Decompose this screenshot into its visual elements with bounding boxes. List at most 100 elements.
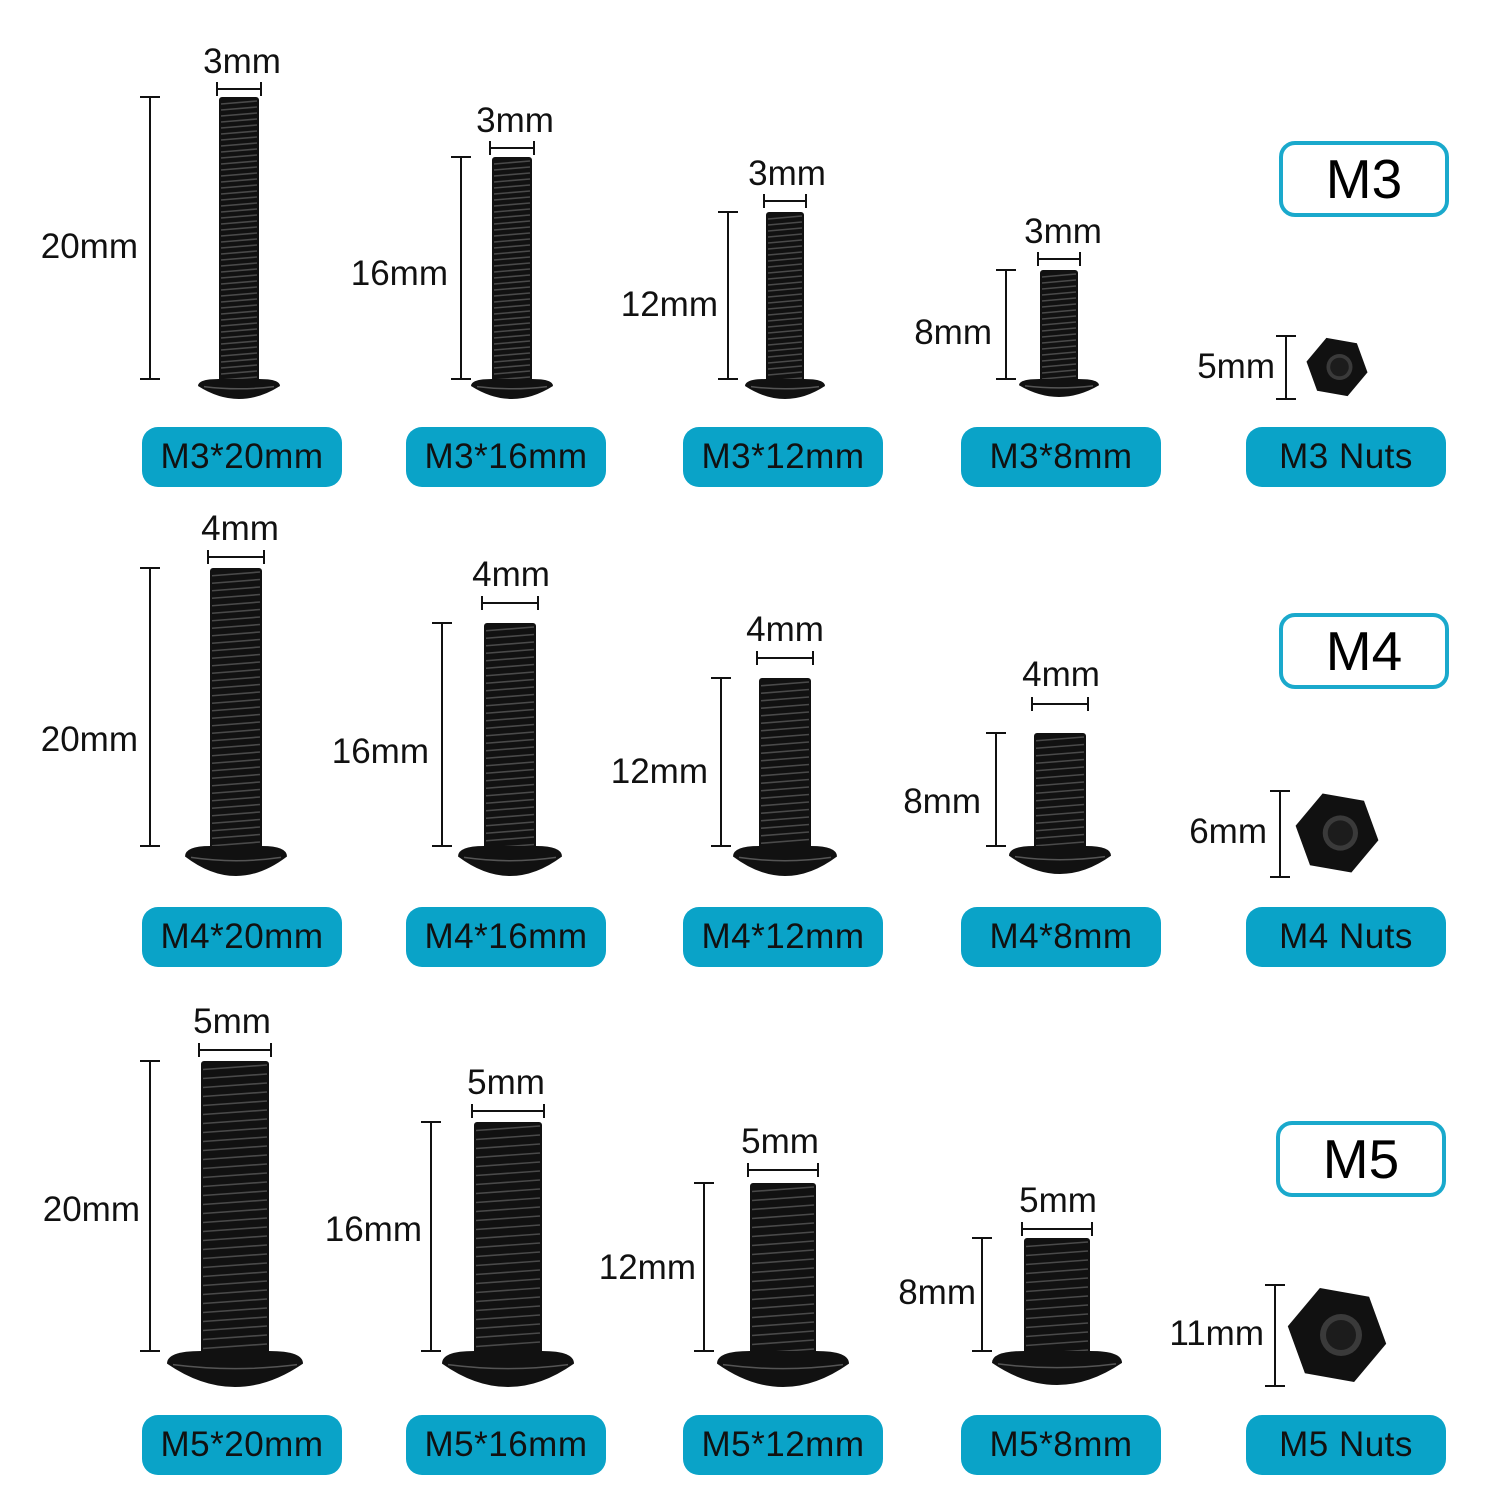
screw-thread bbox=[211, 706, 261, 712]
screw-thread bbox=[1025, 1340, 1089, 1347]
length-line-m4x20mm bbox=[140, 567, 160, 847]
screw-head-highlight bbox=[190, 856, 282, 862]
screw-thread bbox=[1041, 357, 1077, 362]
screw-thread bbox=[767, 215, 803, 220]
screw-thread bbox=[493, 316, 531, 321]
screw-thread bbox=[202, 1073, 268, 1080]
screw-thread bbox=[475, 1197, 541, 1204]
length-line-m5x16mm bbox=[421, 1121, 441, 1352]
screw-thread bbox=[751, 1339, 815, 1346]
screw-thread bbox=[220, 106, 258, 111]
screw-thread bbox=[202, 1199, 268, 1206]
screw-thread bbox=[220, 178, 258, 183]
screw-thread bbox=[493, 244, 531, 249]
width-line-m4x20mm bbox=[207, 550, 265, 564]
screw-head-highlight bbox=[1024, 385, 1094, 389]
screw-thread bbox=[485, 813, 535, 820]
screw-thread bbox=[751, 1222, 815, 1229]
screw-thread bbox=[767, 329, 803, 334]
screw-thread bbox=[493, 190, 531, 195]
screw-thread bbox=[493, 238, 531, 243]
screw-thread bbox=[202, 1289, 268, 1296]
screw-thread bbox=[485, 641, 535, 647]
length-dim-m3x12: 12mm bbox=[620, 285, 718, 324]
screw-thread bbox=[202, 1343, 268, 1350]
width-line-m4x16mm bbox=[481, 596, 539, 610]
screw-thread bbox=[760, 688, 810, 695]
screw-thread bbox=[202, 1064, 268, 1071]
screw-thread bbox=[211, 586, 261, 592]
size-dim-m3-nut: 5mm bbox=[1197, 347, 1275, 386]
screw-thread bbox=[493, 226, 531, 231]
series-badge-m5: M5 bbox=[1276, 1121, 1446, 1197]
screw-thread bbox=[202, 1181, 268, 1188]
screw-thread bbox=[475, 1233, 541, 1240]
screw-thread bbox=[767, 233, 803, 238]
screw-head-highlight bbox=[203, 385, 275, 390]
screw-thread bbox=[202, 1325, 268, 1332]
series-badge-m4: M4 bbox=[1279, 613, 1449, 689]
screw-thread bbox=[767, 245, 803, 250]
screw-thread bbox=[202, 1226, 268, 1233]
screw-thread bbox=[1035, 796, 1085, 802]
screw-thread bbox=[1025, 1313, 1089, 1320]
nut-size-line-m5 bbox=[1265, 1284, 1285, 1387]
screw-thread bbox=[493, 256, 531, 261]
screw-thread bbox=[485, 821, 535, 827]
width-dim-m3x8: 3mm bbox=[1024, 212, 1102, 251]
screw-thread bbox=[220, 184, 258, 189]
screw-thread bbox=[220, 130, 258, 135]
screw-thread bbox=[1025, 1241, 1089, 1248]
screw-thread bbox=[220, 160, 258, 165]
screw-thread bbox=[202, 1100, 268, 1107]
screw-thread bbox=[493, 172, 531, 177]
screw-thread bbox=[220, 118, 258, 123]
screw-thread bbox=[220, 280, 258, 285]
screw-thread bbox=[1041, 309, 1077, 314]
nut-size-line-m3 bbox=[1276, 335, 1296, 400]
screw-thread bbox=[751, 1294, 815, 1301]
width-dim-m4x8: 4mm bbox=[1022, 655, 1100, 694]
screw-shaft bbox=[474, 1122, 542, 1355]
nut-hole-inner bbox=[1327, 820, 1353, 846]
nut-label-m4: M4 Nuts bbox=[1246, 907, 1446, 967]
screw-thread bbox=[767, 269, 803, 274]
screw-thread bbox=[767, 257, 803, 262]
length-dim-m5x20: 20mm bbox=[42, 1190, 140, 1229]
screw-thread bbox=[475, 1341, 541, 1348]
screw-m3x8mm bbox=[1019, 270, 1099, 397]
screw-thread bbox=[220, 154, 258, 159]
screw-thread bbox=[202, 1154, 268, 1161]
screw-thread bbox=[220, 316, 258, 321]
nut-size-line-m4 bbox=[1270, 790, 1290, 878]
screw-thread bbox=[211, 646, 261, 652]
screw-thread bbox=[485, 798, 535, 805]
screw-thread bbox=[493, 202, 531, 207]
screw-m3x12mm bbox=[745, 212, 825, 399]
screw-thread bbox=[211, 721, 261, 727]
screw-thread bbox=[493, 220, 531, 225]
screw-thread bbox=[220, 196, 258, 201]
screw-thread bbox=[767, 335, 803, 340]
length-line-m5x8mm bbox=[972, 1237, 992, 1352]
screw-thread bbox=[202, 1163, 268, 1170]
screw-thread bbox=[220, 124, 258, 129]
screw-thread bbox=[475, 1242, 541, 1249]
screw-thread bbox=[1025, 1250, 1089, 1257]
width-line-m5x20mm bbox=[198, 1043, 272, 1057]
screw-thread bbox=[1035, 758, 1085, 765]
screw-thread bbox=[493, 298, 531, 303]
length-dim-m3x8: 8mm bbox=[914, 313, 992, 352]
screw-thread bbox=[475, 1287, 541, 1294]
screw-thread bbox=[1035, 811, 1085, 817]
screw-thread bbox=[220, 214, 258, 219]
screw-thread bbox=[751, 1204, 815, 1211]
screw-m3x16mm bbox=[471, 157, 553, 399]
width-dim-m4x20: 4mm bbox=[201, 509, 279, 548]
screw-thread bbox=[493, 160, 531, 165]
screw-thread bbox=[475, 1170, 541, 1177]
screw-thread bbox=[1025, 1286, 1089, 1293]
screw-thread bbox=[751, 1231, 815, 1238]
screw-thread bbox=[485, 783, 535, 790]
